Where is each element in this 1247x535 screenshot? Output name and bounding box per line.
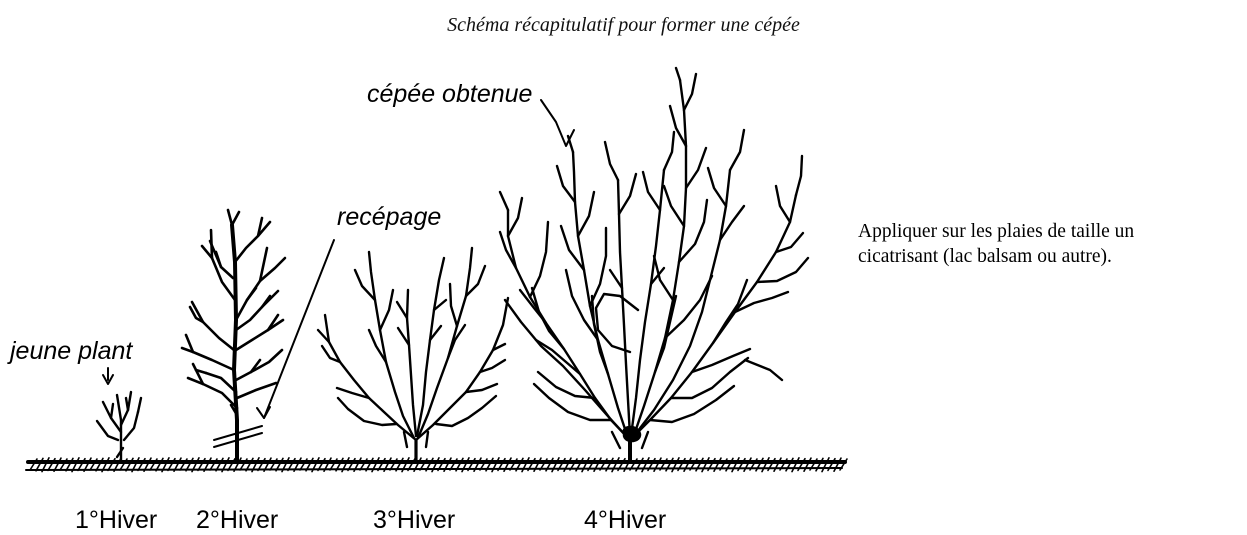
coppice-cut-tree <box>182 210 285 460</box>
stage-label-4: 4°Hiver <box>584 506 666 535</box>
ground-line <box>26 458 847 472</box>
third-winter-tree <box>318 248 508 460</box>
fourth-winter-tree <box>500 68 808 460</box>
result-label: cépée obtenue <box>367 80 532 109</box>
young-plant-arrow <box>103 368 113 384</box>
stage-label-2: 2°Hiver <box>196 506 278 535</box>
coppice-cut-marks <box>214 240 334 447</box>
stage-label-3: 3°Hiver <box>373 506 455 535</box>
young-plant-label: jeune plant <box>10 337 132 366</box>
stage-label-1: 1°Hiver <box>75 506 157 535</box>
result-pointer <box>541 100 574 146</box>
young-plant-tree <box>97 392 141 460</box>
coppice-label: recépage <box>337 203 441 232</box>
